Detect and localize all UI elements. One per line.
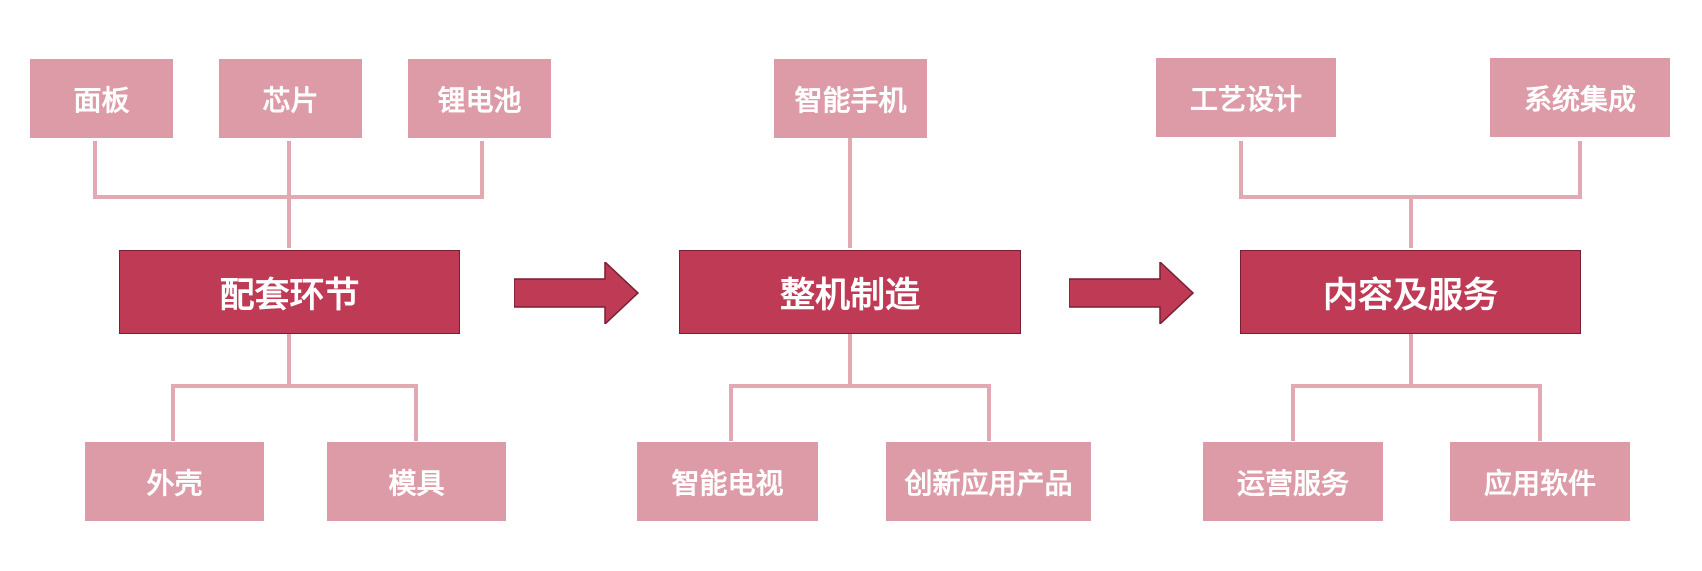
node-casing: 外壳 (85, 442, 264, 521)
arrow-right-2 (1069, 262, 1194, 324)
node-process-design: 工艺设计 (1156, 58, 1336, 137)
node-innovative-products: 创新应用产品 (886, 442, 1091, 521)
node-lithium-battery: 锂电池 (408, 59, 551, 138)
node-supporting-segment: 配套环节 (119, 250, 460, 334)
node-operation-services: 运营服务 (1203, 442, 1383, 521)
node-system-integration: 系统集成 (1490, 58, 1670, 137)
arrow-right-1 (514, 262, 639, 324)
connector-top-1 (93, 141, 484, 248)
connector-bottom-2 (729, 334, 991, 441)
node-panel: 面板 (30, 59, 173, 138)
node-application-software: 应用软件 (1450, 442, 1630, 521)
node-mold: 模具 (327, 442, 506, 521)
node-smartphone: 智能手机 (774, 59, 927, 138)
node-device-manufacturing: 整机制造 (679, 250, 1021, 334)
node-content-services: 内容及服务 (1240, 250, 1581, 334)
connector-bottom-1 (171, 334, 418, 441)
connector-bottom-3 (1291, 334, 1542, 441)
connector-top-3 (1239, 141, 1582, 248)
node-smart-tv: 智能电视 (637, 442, 818, 521)
node-chip: 芯片 (219, 59, 362, 138)
